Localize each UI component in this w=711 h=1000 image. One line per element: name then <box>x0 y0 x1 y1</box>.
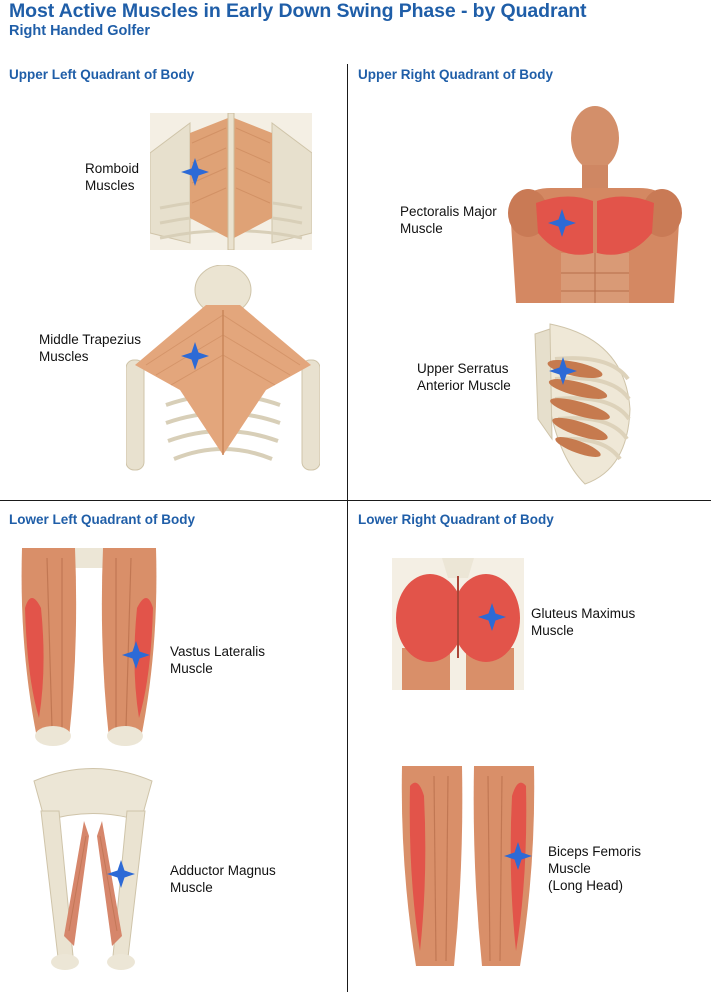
biceps-femoris-label: Biceps Femoris Muscle (Long Head) <box>548 844 642 893</box>
quadrant-heading: Lower Left Quadrant of Body <box>9 512 196 527</box>
middle-trapezius-label: Middle Trapezius Muscles <box>39 332 142 364</box>
horizontal-divider <box>0 500 711 501</box>
vastus-lateralis-illustration <box>17 548 161 746</box>
adductor-magnus-illustration <box>29 766 157 970</box>
quadrant-heading: Upper Left Quadrant of Body <box>9 67 195 82</box>
gluteus-maximus-illustration <box>392 558 524 690</box>
middle-trapezius-illustration <box>126 265 320 475</box>
vastus-lateralis-label: Vastus Lateralis Muscle <box>170 644 266 676</box>
quadrant-heading: Upper Right Quadrant of Body <box>358 67 553 82</box>
four-point-star-icon <box>548 209 576 237</box>
four-point-star-icon <box>181 158 209 186</box>
romboid-illustration <box>150 113 312 250</box>
gluteus-maximus-label: Gluteus Maximus Muscle <box>531 606 636 638</box>
romboid-label: Romboid Muscles <box>85 161 140 193</box>
page-subtitle: Right Handed Golfer <box>9 23 150 39</box>
four-point-star-icon <box>122 641 150 669</box>
four-point-star-icon <box>504 842 532 870</box>
quadrant-heading: Lower Right Quadrant of Body <box>358 512 554 527</box>
adductor-magnus-label: Adductor Magnus Muscle <box>170 863 276 895</box>
pectoralis-major-label: Pectoralis Major Muscle <box>400 204 497 236</box>
upper-serratus-anterior-label: Upper Serratus Anterior Muscle <box>417 361 511 393</box>
four-point-star-icon <box>549 357 577 385</box>
four-point-star-icon <box>107 860 135 888</box>
four-point-star-icon <box>478 603 506 631</box>
upper-serratus-anterior-illustration <box>530 319 634 487</box>
biceps-femoris-illustration <box>398 766 538 966</box>
pectoralis-major-illustration <box>506 103 684 303</box>
page-title: Most Active Muscles in Early Down Swing … <box>9 0 587 22</box>
four-point-star-icon <box>181 342 209 370</box>
vertical-divider <box>347 64 348 992</box>
